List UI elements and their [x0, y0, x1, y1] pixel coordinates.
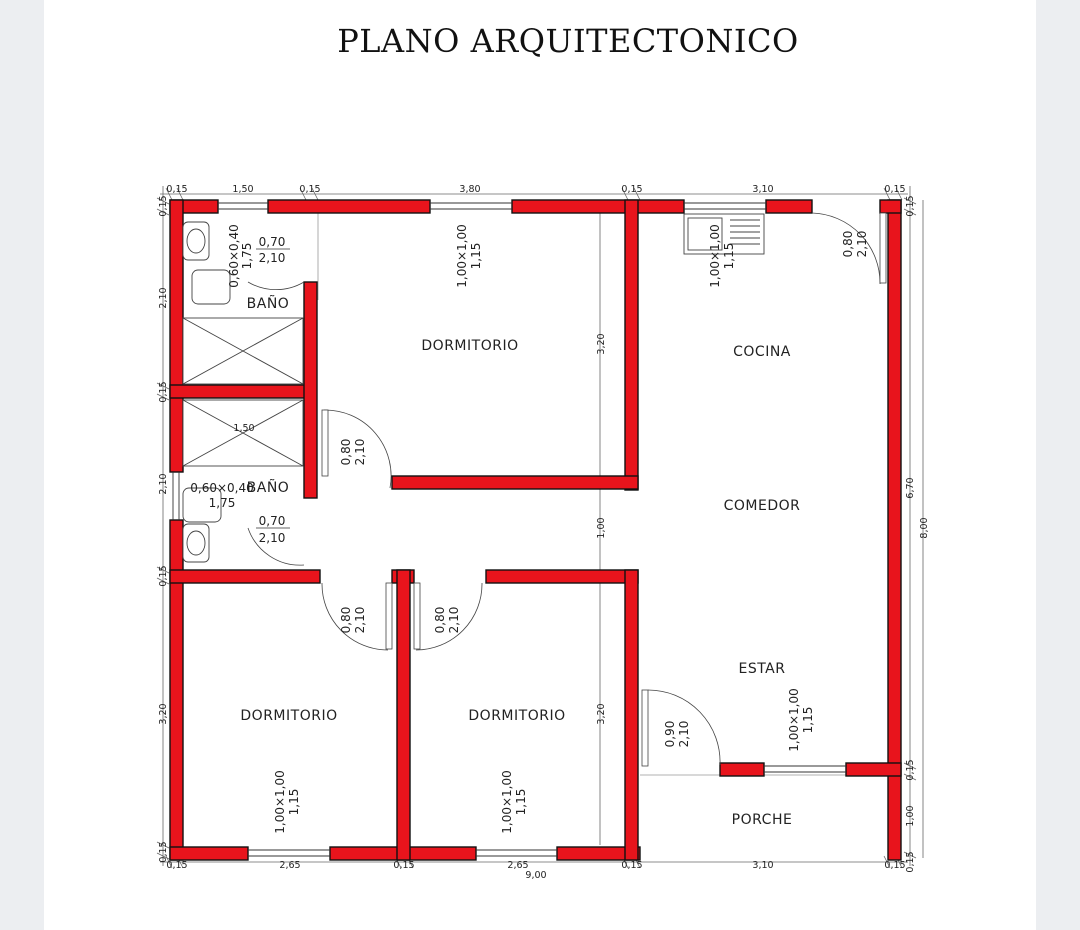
dim-total-width: 9,00: [525, 870, 546, 881]
svg-text:1,00×1,00: 1,00×1,00: [500, 770, 514, 834]
door-label-cocina: 0,80 2,10: [841, 231, 869, 258]
svg-text:0,80: 0,80: [339, 607, 353, 634]
dim-total-height: 8,00: [919, 517, 930, 538]
door-swings: [247, 212, 887, 767]
dim-bottom-3: 2,65: [507, 860, 528, 871]
dim-right-1: 6,70: [905, 477, 916, 498]
svg-text:0,90: 0,90: [663, 721, 677, 748]
room-label-cocina: COCINA: [733, 344, 791, 360]
dim-right-4: 0,15: [905, 851, 916, 872]
svg-text:1,15: 1,15: [287, 789, 301, 816]
window-frames: [172, 202, 846, 857]
door-height-label: 2,10: [259, 251, 286, 265]
dim-top-4: 0,15: [621, 184, 642, 195]
svg-text:0,80: 0,80: [433, 607, 447, 634]
dim-top-6: 0,15: [884, 184, 905, 195]
dim-right-2: 0,15: [905, 759, 916, 780]
dim-bottom-4: 0,15: [621, 860, 642, 871]
kitchen-sink: [683, 213, 765, 255]
window-label-dormitorio-left: 1,00×1,00 1,15: [273, 770, 301, 834]
dim-bottom-1: 2,65: [279, 860, 300, 871]
svg-text:1,75: 1,75: [240, 243, 254, 270]
dim-bottom-0: 0,15: [166, 860, 187, 871]
svg-text:2,10: 2,10: [353, 607, 367, 634]
dim-bottom-6: 0,15: [884, 860, 905, 871]
dimension-lines: [156, 186, 924, 869]
window-label-cocina: 1,00×1,00 1,15: [708, 224, 736, 288]
dim-top-3: 3,80: [459, 184, 480, 195]
window-label-dormitorio-top: 1,00×1,00 1,15: [455, 224, 483, 288]
dim-inner-0: 3,20: [596, 333, 607, 354]
window-sill-label: 1,75: [209, 496, 236, 510]
svg-text:2,10: 2,10: [353, 439, 367, 466]
door-label-dormitorio-left: 0,80 2,10: [339, 607, 367, 634]
room-label-dormitorio-top: DORMITORIO: [421, 338, 518, 354]
svg-text:1,00×1,00: 1,00×1,00: [787, 688, 801, 752]
svg-text:2,10: 2,10: [855, 231, 869, 258]
room-label-porche: PORCHE: [732, 812, 793, 828]
dim-bottom-2: 0,15: [393, 860, 414, 871]
bath-fixtures: [182, 221, 304, 563]
door-label-dormitorio-mid: 0,80 2,10: [433, 607, 461, 634]
dim-left-0: 0,15: [158, 195, 169, 216]
dim-right-3: 1,00: [905, 805, 916, 826]
svg-text:1,00×1,00: 1,00×1,00: [708, 224, 722, 288]
svg-text:0,80: 0,80: [339, 439, 353, 466]
dim-left-3: 2,10: [158, 473, 169, 494]
plan-title: PLANO ARQUITECTONICO: [337, 22, 799, 60]
dim-left-4: 0,15: [158, 565, 169, 586]
window-size-label: 0,60×0,40: [190, 481, 254, 495]
dim-top-0: 0,15: [166, 184, 187, 195]
svg-text:1,00×1,00: 1,00×1,00: [273, 770, 287, 834]
dim-top-1: 1,50: [232, 184, 253, 195]
window-label-estar: 1,00×1,00 1,15: [787, 688, 815, 752]
window-label-bano-top: 0,60×0,40 1,75: [227, 224, 254, 288]
svg-text:1,15: 1,15: [514, 789, 528, 816]
svg-text:1,15: 1,15: [469, 243, 483, 270]
dim-left-1: 2,10: [158, 287, 169, 308]
dim-bottom-5: 3,10: [752, 860, 773, 871]
door-label-dormitorio-top: 0,80 2,10: [339, 439, 367, 466]
dim-left-6: 0,15: [158, 841, 169, 862]
room-label-dormitorio-mid: DORMITORIO: [468, 708, 565, 724]
door-width-label: 0,70: [259, 235, 286, 249]
room-label-dormitorio-left: DORMITORIO: [240, 708, 337, 724]
shower-width-label: 1,50: [233, 423, 254, 434]
svg-text:0,60×0,40: 0,60×0,40: [227, 224, 241, 288]
svg-text:0,80: 0,80: [841, 231, 855, 258]
room-label-bano-bottom: BAÑO: [247, 479, 290, 496]
svg-text:1,15: 1,15: [801, 707, 815, 734]
room-label-estar: ESTAR: [738, 661, 785, 677]
dim-left-2: 0,15: [158, 381, 169, 402]
dim-top-5: 3,10: [752, 184, 773, 195]
door-label-estar: 0,90 2,10: [663, 721, 691, 748]
dim-top-2: 0,15: [299, 184, 320, 195]
window-label-dormitorio-mid: 1,00×1,00 1,15: [500, 770, 528, 834]
dim-right-0: 0,15: [905, 195, 916, 216]
svg-text:1,00×1,00: 1,00×1,00: [455, 224, 469, 288]
dim-inner-1: 1,00: [596, 517, 607, 538]
door-width-label: 0,70: [259, 514, 286, 528]
walls: [169, 199, 902, 861]
svg-text:2,10: 2,10: [447, 607, 461, 634]
svg-text:2,10: 2,10: [677, 721, 691, 748]
dim-left-5: 3,20: [158, 703, 169, 724]
dim-inner-2: 3,20: [596, 703, 607, 724]
room-label-bano-top: BAÑO: [247, 295, 290, 312]
svg-text:1,15: 1,15: [722, 243, 736, 270]
room-label-comedor: COMEDOR: [724, 498, 801, 514]
door-height-label: 2,10: [259, 531, 286, 545]
